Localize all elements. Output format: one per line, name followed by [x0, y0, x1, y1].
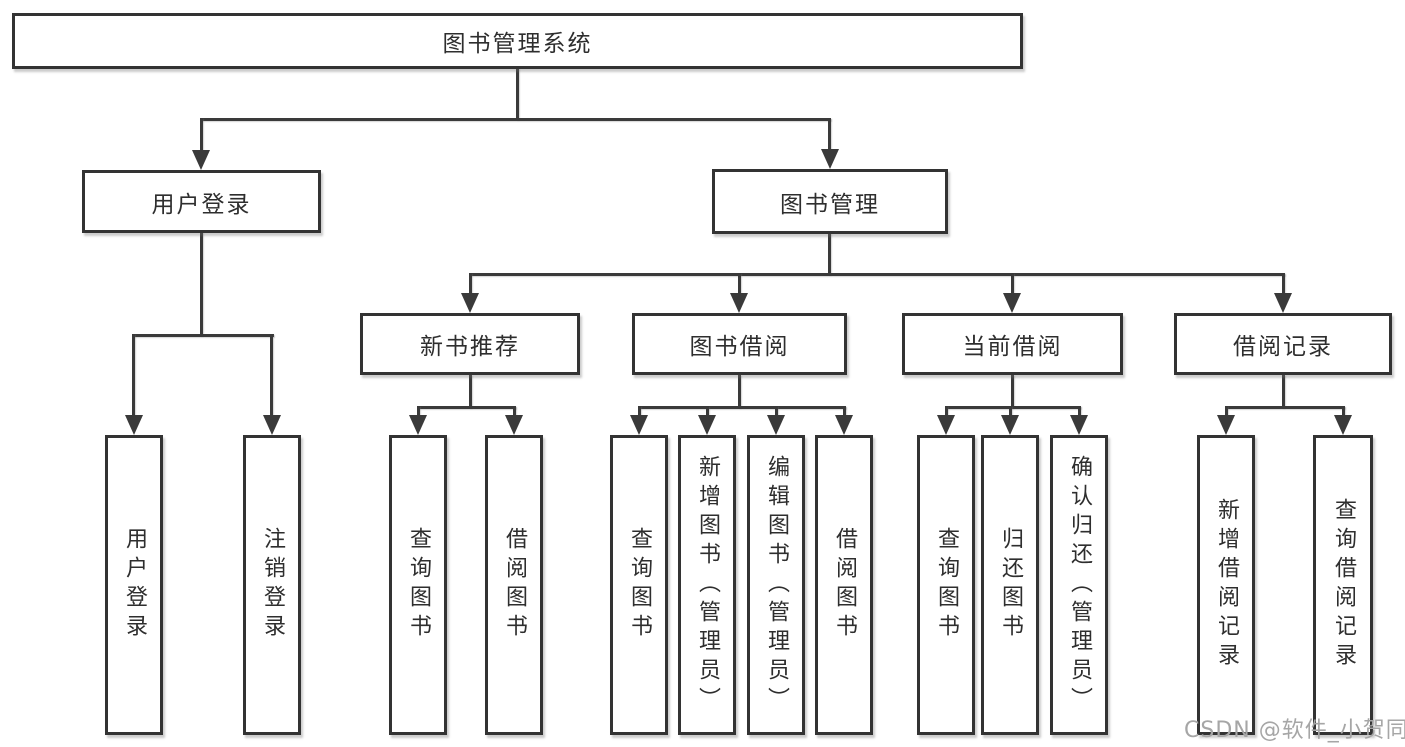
connector-new-books-stem [469, 375, 472, 408]
arrow-down-icon [1070, 415, 1088, 435]
arrow-down-icon [821, 149, 839, 169]
connector-stub [843, 406, 846, 418]
node-current-borrow: 当前借阅 [902, 313, 1123, 375]
connector-stub [513, 406, 516, 418]
connector-stub [1078, 406, 1081, 418]
leaf-query-books-borrow: 查询图书 [610, 435, 668, 735]
arrow-down-icon [505, 415, 523, 435]
leaf-user-login: 用户登录 [105, 435, 163, 735]
node-book-mgmt: 图书管理 [712, 169, 948, 234]
arrow-down-icon [263, 415, 281, 435]
connector-stub [1342, 406, 1345, 418]
connector-to-book-mgmt [828, 118, 831, 152]
connector-to-new-books [469, 273, 472, 295]
leaf-query-books-new: 查询图书 [389, 435, 447, 735]
arrow-down-icon [1334, 415, 1352, 435]
connector-stub [945, 406, 948, 418]
connector-stub [417, 406, 420, 418]
connector-stub [638, 406, 641, 418]
leaf-logout: 注销登录 [243, 435, 301, 735]
connector-current-borrow-branch [945, 406, 1081, 409]
connector-borrow-records-stem [1282, 375, 1285, 408]
connector-stub [1009, 406, 1012, 418]
node-root: 图书管理系统 [12, 13, 1023, 69]
arrow-down-icon [461, 293, 479, 313]
connector-to-leaf-login [132, 334, 135, 419]
connector-stub [775, 406, 778, 418]
csdn-watermark: CSDN @软件_小贺同学 [1184, 718, 1405, 743]
leaf-confirm-return-admin: 确认归还（管理员） [1050, 435, 1108, 735]
connector-book-mgmt-branch [469, 273, 1285, 276]
connector-current-borrow-stem [1011, 375, 1014, 408]
leaf-borrow-books-new: 借阅图书 [485, 435, 543, 735]
node-borrow-records: 借阅记录 [1174, 313, 1392, 375]
connector-root-branch [200, 118, 831, 121]
connector-to-user-login [200, 118, 203, 153]
connector-borrow-records-branch [1225, 406, 1345, 409]
arrow-down-icon [698, 415, 716, 435]
arrow-down-icon [730, 293, 748, 313]
leaf-edit-book-admin: 编辑图书（管理员） [747, 435, 805, 735]
node-book-borrow: 图书借阅 [632, 313, 847, 375]
leaf-borrow-books: 借阅图书 [815, 435, 873, 735]
arrow-down-icon [1001, 415, 1019, 435]
connector-user-login-stem [200, 232, 203, 336]
arrow-down-icon [630, 415, 648, 435]
arrow-down-icon [1217, 415, 1235, 435]
arrow-down-icon [192, 150, 210, 170]
node-user-login: 用户登录 [82, 170, 321, 233]
arrow-down-icon [409, 415, 427, 435]
connector-to-borrow-records [1282, 273, 1285, 295]
arrow-down-icon [1274, 293, 1292, 313]
connector-root-stem [516, 68, 519, 120]
connector-stub [706, 406, 709, 418]
connector-book-borrow-stem [738, 375, 741, 408]
arrow-down-icon [937, 415, 955, 435]
connector-book-mgmt-stem [828, 233, 831, 275]
arrow-down-icon [767, 415, 785, 435]
connector-to-book-borrow [738, 273, 741, 295]
leaf-add-book-admin: 新增图书（管理员） [678, 435, 736, 735]
connector-to-current-borrow [1011, 273, 1014, 295]
connector-stub [1225, 406, 1228, 418]
leaf-query-borrow-record: 查询借阅记录 [1313, 435, 1373, 735]
leaf-add-borrow-record: 新增借阅记录 [1197, 435, 1255, 735]
arrow-down-icon [1003, 293, 1021, 313]
leaf-query-books-current: 查询图书 [917, 435, 975, 735]
arrow-down-icon [125, 415, 143, 435]
node-new-books: 新书推荐 [360, 313, 580, 375]
connector-to-leaf-logout [270, 334, 273, 419]
connector-book-borrow-branch [638, 406, 846, 409]
connector-new-books-branch [417, 406, 516, 409]
leaf-return-book: 归还图书 [981, 435, 1039, 735]
connector-user-login-branch [132, 334, 274, 337]
arrow-down-icon [835, 415, 853, 435]
